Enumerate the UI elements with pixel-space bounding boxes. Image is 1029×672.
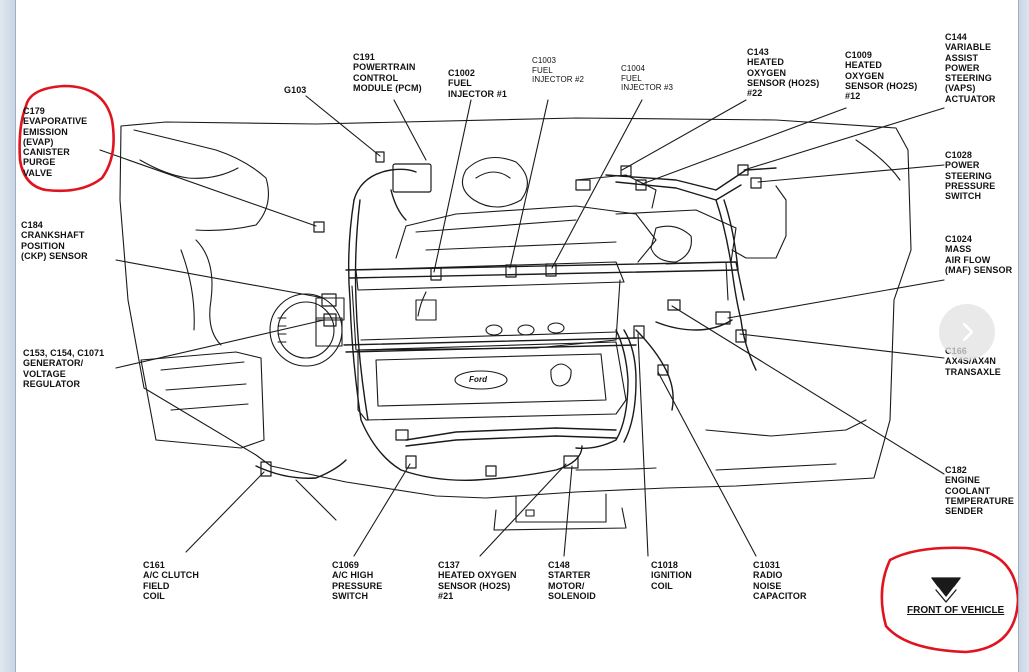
label-c1003-injector-2: C1003 FUEL INJECTOR #2 [532, 56, 585, 84]
label-c1028-ps-switch: C1028 POWER STEERING PRESSURE SWITCH [945, 150, 996, 202]
label-c191-pcm: C191 POWERTRAIN CONTROL MODULE (PCM) [353, 52, 422, 93]
ford-logo-text: Ford [469, 375, 488, 384]
valve-cover [357, 341, 627, 421]
label-c1002-injector-1: C1002 FUEL INJECTOR #1 [448, 68, 507, 99]
label-g103: G103 [284, 85, 307, 95]
wiring-harness [255, 167, 777, 481]
label-c153-generator: C153, C154, C1071 GENERATOR/ VOLTAGE REG… [23, 348, 105, 389]
label-c143-ho2s-22: C143 HEATED OXYGEN SENSOR (HO2S) #22 [747, 47, 820, 99]
intake-manifold [351, 156, 787, 351]
label-c1018-ignition-coil: C1018 IGNITION COIL [651, 560, 692, 591]
battery-area [140, 239, 265, 449]
label-c144-vaps-actuator: C144 VARIABLE ASSIST POWER STEERING (VAP… [945, 32, 996, 104]
down-arrow-icon [931, 577, 961, 603]
leader-lines [99, 95, 945, 557]
label-c148-starter: C148 STARTER MOTOR/ SOLENOID [548, 560, 596, 601]
next-button[interactable] [939, 304, 995, 360]
label-c1024-maf-sensor: C1024 MASS AIR FLOW (MAF) SENSOR [945, 234, 1013, 275]
viewer-frame-right [1018, 0, 1029, 672]
front-of-vehicle-label: FRONT OF VEHICLE [907, 605, 1005, 616]
label-c179-evap-valve: C179 EVAPORATIVE EMISSION (EVAP) CANISTE… [23, 106, 88, 178]
viewer-frame-left [0, 0, 16, 672]
highlight-circle-evap [18, 84, 115, 193]
label-c182-ect-sender: C182 ENGINE COOLANT TEMPERATURE SENDER [945, 465, 1014, 517]
chevron-right-icon [962, 322, 974, 342]
engine-compartment-outline [119, 117, 912, 531]
generator [269, 293, 345, 367]
engine-wiring-diagram [18, 84, 1018, 654]
label-c1069-ac-switch: C1069 A/C HIGH PRESSURE SWITCH [332, 560, 383, 601]
label-c1031-capacitor: C1031 RADIO NOISE CAPACITOR [753, 560, 807, 601]
connectors [260, 151, 762, 477]
label-c1004-injector-3: C1004 FUEL INJECTOR #3 [621, 64, 674, 92]
highlight-circle-front [880, 546, 1018, 654]
label-c137-ho2s-21: C137 HEATED OXYGEN SENSOR (HO2S) #21 [438, 560, 517, 601]
label-c161-ac-clutch: C161 A/C CLUTCH FIELD COIL [143, 560, 199, 601]
label-c1009-ho2s-12: C1009 HEATED OXYGEN SENSOR (HO2S) #12 [845, 50, 918, 102]
label-c184-ckp-sensor: C184 CRANKSHAFT POSITION (CKP) SENSOR [21, 220, 88, 261]
diagram-canvas: C191 POWERTRAIN CONTROL MODULE (PCM) G10… [16, 0, 1018, 672]
highlight-marks [18, 84, 1018, 654]
